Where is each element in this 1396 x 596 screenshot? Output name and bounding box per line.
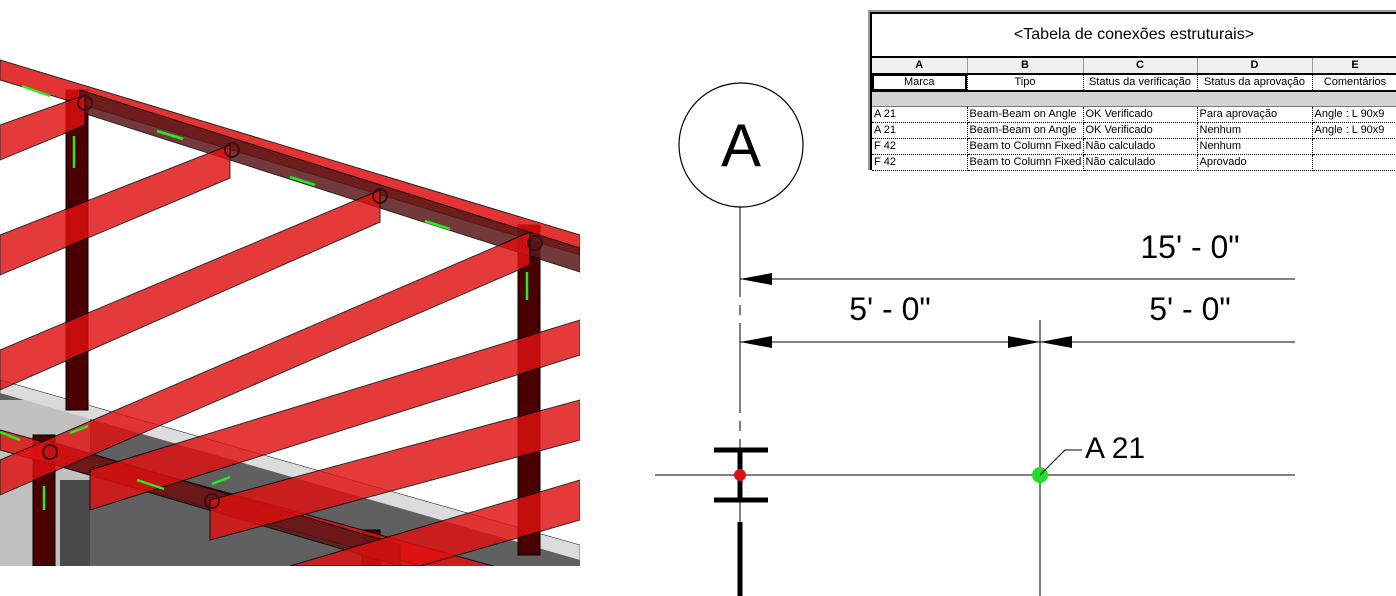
dimension-left-label: 5' - 0" [849, 291, 931, 327]
cell[interactable]: A 21 [872, 122, 968, 139]
column-letter[interactable]: E [1312, 58, 1396, 75]
dimension-right-label: 5' - 0" [1149, 291, 1231, 327]
header-status-aprovacao[interactable]: Status da aprovação [1197, 74, 1313, 92]
connection-plates [42, 95, 543, 509]
dimension-chain[interactable]: 5' - 0" 5' - 0" [740, 291, 1295, 348]
table-row[interactable]: A 21 Beam-Beam on Angle OK Verificado Pa… [872, 106, 1396, 123]
cell[interactable]: F 42 [872, 138, 968, 155]
grid-line-a[interactable]: A [678, 82, 804, 596]
cell[interactable]: Angle : L 90x9 [1312, 106, 1396, 123]
schedule-title: <Tabela de conexões estruturais> [872, 14, 1396, 58]
steel-beams [0, 94, 580, 566]
cell[interactable]: Beam to Column Fixed [967, 138, 1084, 155]
header-marca[interactable]: Marca [872, 74, 968, 92]
cell[interactable]: Aprovado [1197, 154, 1313, 171]
connection-tag[interactable]: A 21 [1085, 432, 1145, 465]
column-i-section[interactable] [714, 447, 768, 596]
structural-connections-schedule[interactable]: <Tabela de conexões estruturais> A B C D… [868, 10, 1396, 171]
connection-fail-marker[interactable] [734, 469, 746, 481]
header-comentarios[interactable]: Comentários [1312, 74, 1396, 92]
header-status-verificacao[interactable]: Status da verificação [1083, 74, 1198, 92]
dimension-total-label: 15' - 0" [1140, 229, 1239, 265]
column-letter[interactable]: B [967, 58, 1084, 75]
cell[interactable]: OK Verificado [1083, 106, 1198, 123]
cell[interactable]: Não calculado [1083, 154, 1198, 171]
cell[interactable]: Beam to Column Fixed [967, 154, 1084, 171]
cell[interactable]: Beam-Beam on Angle [967, 106, 1084, 123]
tag-leader [1039, 449, 1082, 476]
connection-symbols [0, 84, 529, 510]
column-letter[interactable]: D [1197, 58, 1313, 75]
dimension-total[interactable]: 15' - 0" [740, 229, 1295, 285]
3d-structural-view[interactable] [0, 0, 580, 566]
table-row[interactable]: A 21 Beam-Beam on Angle OK Verificado Ne… [872, 122, 1396, 139]
cell[interactable]: Nenhum [1197, 122, 1313, 139]
cell[interactable] [1312, 154, 1396, 171]
cell[interactable]: OK Verificado [1083, 122, 1198, 139]
schedule-table: A B C D E Marca Tipo Status da verificaç… [872, 58, 1396, 171]
column-letter[interactable]: C [1083, 58, 1198, 75]
plan-view[interactable]: A 15' - 0" 5' - 0" 5' - 0" A 21 [600, 0, 1396, 596]
cell[interactable]: Beam-Beam on Angle [967, 122, 1084, 139]
cell[interactable]: Para aprovação [1197, 106, 1313, 123]
cell[interactable]: Nenhum [1197, 138, 1313, 155]
cell[interactable] [1312, 138, 1396, 155]
group-band [872, 91, 1396, 107]
grid-bubble-label: A [721, 112, 761, 179]
table-row[interactable]: F 42 Beam to Column Fixed Não calculado … [872, 154, 1396, 171]
cell[interactable]: A 21 [872, 106, 968, 123]
cell[interactable]: Não calculado [1083, 138, 1198, 155]
cell[interactable]: F 42 [872, 154, 968, 171]
header-tipo[interactable]: Tipo [967, 74, 1084, 92]
table-row[interactable]: F 42 Beam to Column Fixed Não calculado … [872, 138, 1396, 155]
cell[interactable]: Angle : L 90x9 [1312, 122, 1396, 139]
column-letter[interactable]: A [872, 58, 968, 75]
